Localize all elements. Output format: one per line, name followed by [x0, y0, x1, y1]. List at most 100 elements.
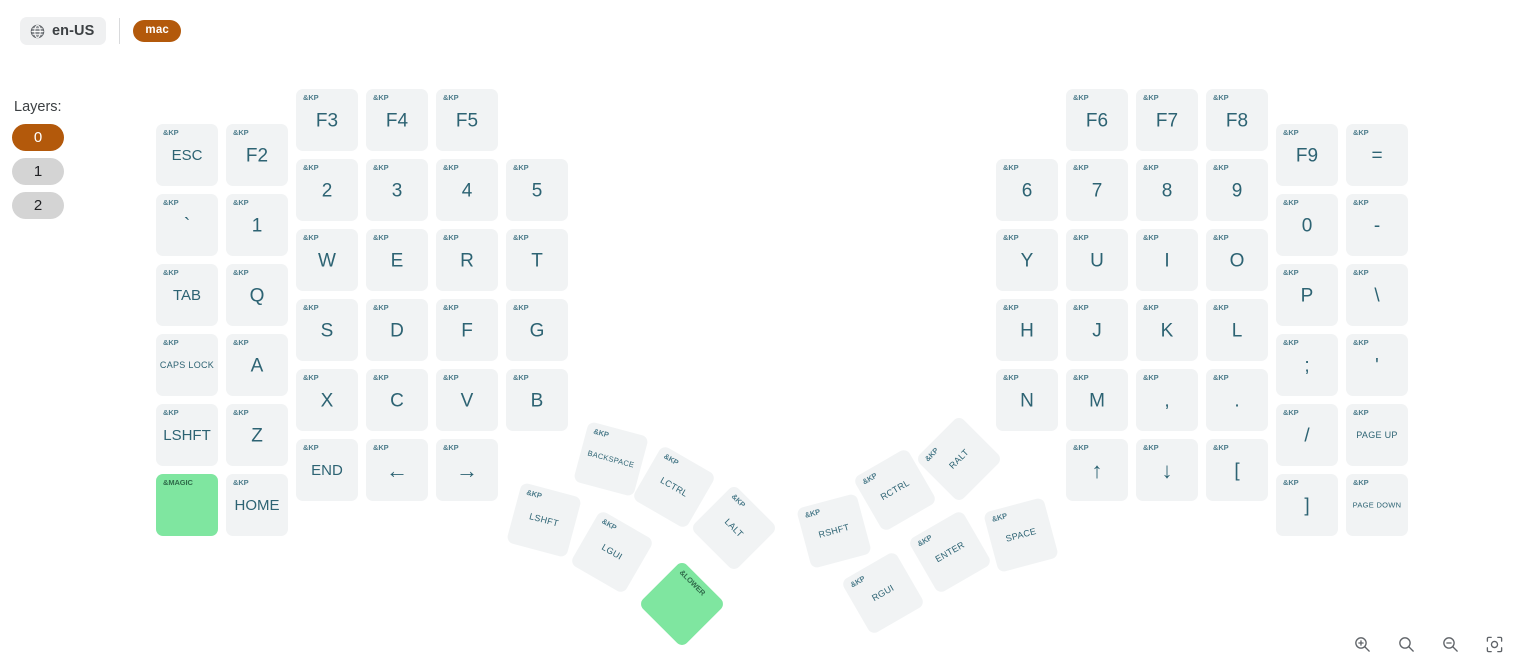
- layers-title: Layers:: [14, 99, 62, 115]
- os-badge[interactable]: mac: [133, 19, 182, 43]
- key-blank[interactable]: &KP↓: [1136, 439, 1198, 501]
- key-blank[interactable]: &KP[: [1206, 439, 1268, 501]
- key-blank[interactable]: &KP↑: [1066, 439, 1128, 501]
- key-legend: =: [1371, 145, 1383, 167]
- layer-button-2[interactable]: 2: [12, 191, 64, 219]
- key-blank[interactable]: &KP;: [1276, 334, 1338, 396]
- key-behavior-label: &KP: [303, 443, 319, 452]
- key-behavior-label: &KP: [803, 507, 822, 520]
- key-behavior-label: &KP: [513, 303, 529, 312]
- key-blank[interactable]: &KP\: [1346, 264, 1408, 326]
- header-divider: [119, 18, 121, 44]
- key-blank[interactable]: &KP`: [156, 194, 218, 256]
- key-legend: F6: [1085, 110, 1109, 132]
- key-blank[interactable]: &KP': [1346, 334, 1408, 396]
- key-blank[interactable]: &KP,: [1136, 369, 1198, 431]
- key-behavior-label: &KP: [303, 233, 319, 242]
- fit-to-screen-icon[interactable]: [1483, 633, 1505, 655]
- key-legend: PAGE UP: [1356, 429, 1398, 440]
- key-behavior-label: &KP: [303, 93, 319, 102]
- key-blank[interactable]: &KP←: [366, 439, 428, 501]
- key-legend: RSHFT: [817, 521, 851, 540]
- key-behavior-label: &KP: [1283, 478, 1299, 487]
- zoom-reset-icon[interactable]: [1395, 633, 1417, 655]
- key-magic[interactable]: &MAGIC: [156, 474, 218, 536]
- zoom-out-icon[interactable]: [1439, 633, 1461, 655]
- key-behavior-label: &KP: [1353, 128, 1369, 137]
- zoom-in-icon[interactable]: [1351, 633, 1373, 655]
- layer-button-0[interactable]: 0: [12, 123, 64, 151]
- key-blank[interactable]: &KP→: [436, 439, 498, 501]
- key-blank[interactable]: &KP-: [1346, 194, 1408, 256]
- key-legend: H: [1020, 320, 1034, 342]
- locale-selector[interactable]: en-US: [20, 17, 107, 45]
- key-lower[interactable]: &LOWER: [638, 560, 726, 648]
- key-legend: 7: [1091, 180, 1103, 202]
- key-blank[interactable]: &KP=: [1346, 124, 1408, 186]
- key-blank[interactable]: &KP.: [1206, 369, 1268, 431]
- header-bar: en-US mac: [20, 17, 182, 45]
- key-blank[interactable]: &KP]: [1276, 474, 1338, 536]
- key-blank[interactable]: &KP/: [1276, 404, 1338, 466]
- layer-button-1[interactable]: 1: [12, 157, 64, 185]
